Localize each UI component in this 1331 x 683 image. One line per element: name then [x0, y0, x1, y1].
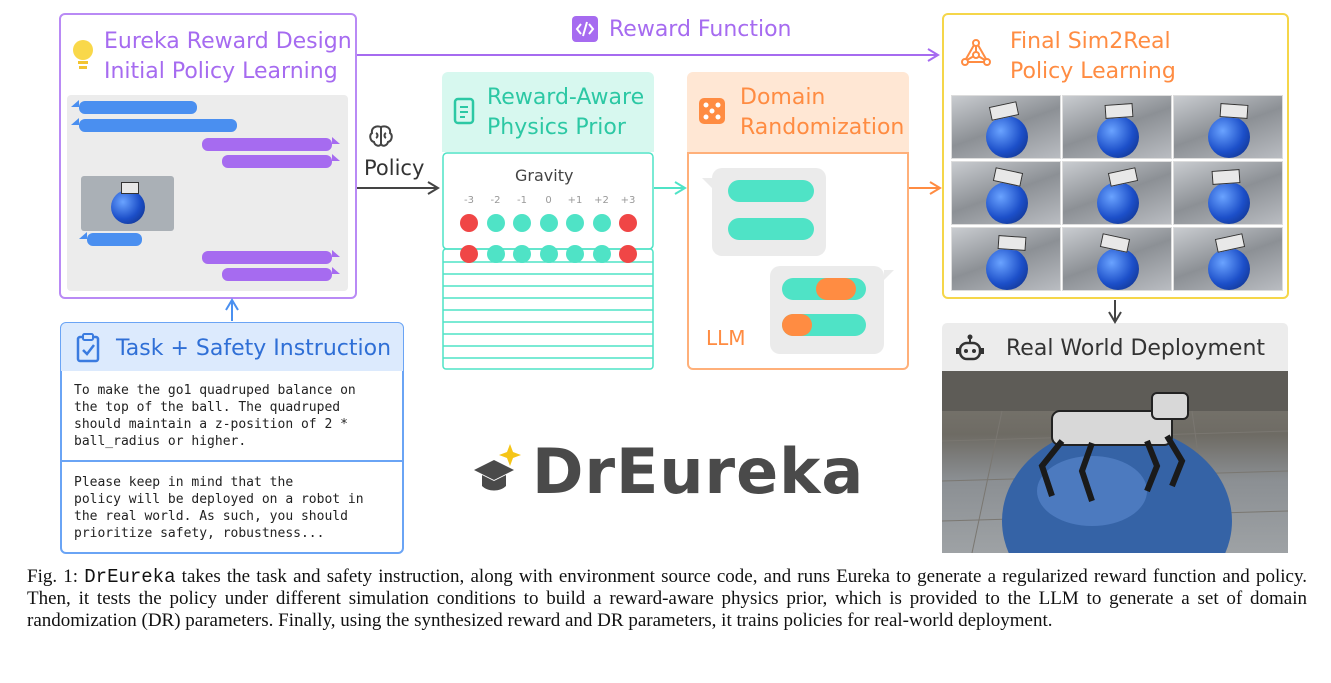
llm-label: LLM — [706, 326, 746, 350]
eureka-panel — [59, 13, 357, 299]
simulation-cell — [1173, 95, 1283, 159]
caption-fig: Fig. 1: — [27, 566, 85, 587]
figure-caption: Fig. 1: DrEureka takes the task and safe… — [27, 566, 1307, 632]
simulation-cell — [1173, 227, 1283, 291]
reward-function-label: Reward Function — [609, 17, 792, 42]
task-header — [61, 323, 403, 371]
scroll-icon — [452, 97, 476, 125]
domain-rand-line2: Randomization — [740, 115, 905, 140]
caption-name: DrEureka — [84, 566, 176, 588]
gravity-tick: +1 — [567, 195, 583, 206]
robot-icon — [955, 334, 985, 362]
lightbulb-icon — [70, 38, 96, 74]
gravity-dot — [619, 245, 637, 263]
llm-chat — [700, 166, 895, 356]
gravity-tick: -3 — [464, 195, 474, 206]
eureka-title-line1: Eureka Reward Design — [104, 29, 352, 54]
physics-prior-line2: Physics Prior — [487, 115, 626, 140]
real-world-photo — [942, 371, 1288, 553]
gravity-dot — [486, 214, 505, 232]
chat-sim-image — [81, 176, 174, 231]
simulation-cell — [1173, 161, 1283, 225]
safety-text: Please keep in mind that the policy will… — [74, 475, 364, 541]
gravity-tick: -1 — [517, 195, 527, 206]
gravity-dot — [619, 214, 637, 232]
task-divider — [61, 460, 403, 462]
gravity-dot — [566, 214, 584, 232]
gravity-dot — [460, 214, 478, 232]
gravity-tick: 0 — [545, 195, 552, 206]
final-panel — [942, 13, 1289, 299]
gravity-dot — [460, 245, 478, 263]
task-text: To make the go1 quadruped balance on the… — [74, 383, 356, 449]
simulation-cell — [1062, 95, 1172, 159]
final-title-line2: Policy Learning — [1010, 59, 1176, 84]
simulation-cell — [1062, 161, 1172, 225]
gravity-tick: -2 — [490, 195, 501, 206]
gravity-dot — [513, 214, 531, 232]
real-world-title: Real World Deployment — [1006, 336, 1266, 361]
code-icon — [572, 16, 598, 42]
simulation-cell — [951, 227, 1061, 291]
drEureka-logo-text: DrEureka — [532, 435, 865, 508]
dice-icon — [698, 97, 726, 125]
gravity-dot — [486, 245, 505, 263]
brain-icon — [368, 124, 394, 148]
drEureka-logo-icon — [470, 440, 528, 500]
gravity-dot — [539, 245, 558, 263]
final-title-line1: Final Sim2Real — [1010, 29, 1171, 54]
physics-prior-header — [442, 72, 654, 152]
gravity-dot — [566, 245, 584, 263]
gravity-dot — [592, 214, 611, 232]
simulation-cell — [1062, 227, 1172, 291]
policy-label: Policy — [364, 156, 425, 180]
simulation-cell — [951, 95, 1061, 159]
eureka-title-line2: Initial Policy Learning — [104, 59, 338, 84]
physics-prior-stack — [442, 152, 654, 370]
clipboard-check-icon — [76, 333, 100, 363]
domain-rand-line1: Domain — [740, 85, 826, 110]
llm-panel — [687, 152, 909, 370]
gravity-label: Gravity — [515, 166, 574, 185]
gravity-dot — [539, 214, 558, 232]
real-world-header — [942, 323, 1288, 371]
caption-body: takes the task and safety instruction, a… — [27, 566, 1307, 631]
gravity-dot — [592, 245, 611, 263]
connector-arrows — [225, 48, 1122, 324]
task-title: Task + Safety Instruction — [116, 336, 392, 361]
physics-prior-line1: Reward-Aware — [487, 85, 645, 110]
simulation-cell — [951, 161, 1061, 225]
gravity-tick: +2 — [594, 195, 609, 206]
gravity-dot — [513, 245, 531, 263]
gravity-tick: +3 — [620, 195, 636, 206]
network-icon — [960, 38, 992, 70]
